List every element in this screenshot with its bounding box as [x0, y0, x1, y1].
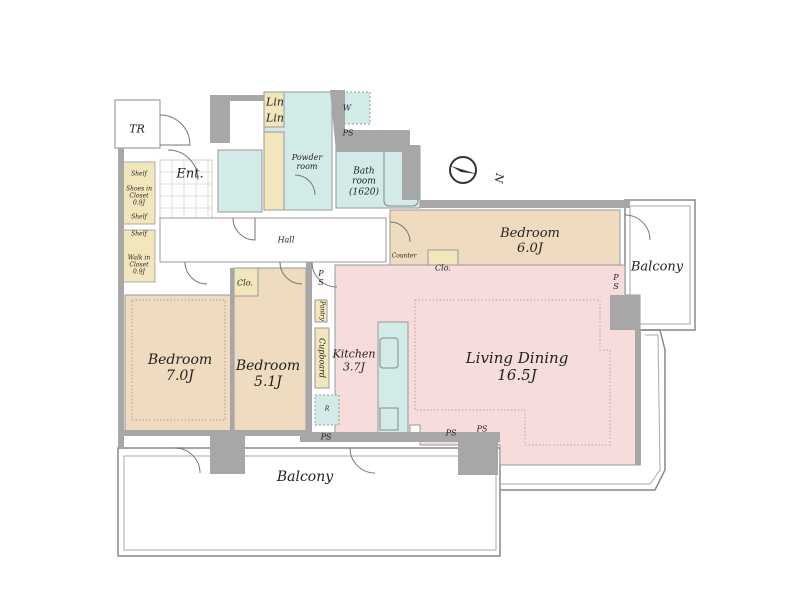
balcony-right-label: Balcony: [630, 259, 684, 275]
entrance-label: Ent.: [176, 166, 204, 182]
compass-north-label: N: [491, 172, 507, 185]
walkin-closet-area: [122, 229, 156, 283]
linen-label: Lin: [266, 95, 284, 109]
linen-label: Lin: [266, 111, 284, 125]
shoes-closet-area: [122, 161, 156, 225]
pantry-label: Pantry: [318, 301, 326, 321]
refrigerator-label: R: [324, 405, 330, 413]
closet-label: Clo.: [237, 278, 253, 288]
ps-label: PS: [320, 432, 332, 442]
tr-label: TR: [129, 122, 145, 136]
door-swings: [159, 114, 651, 474]
closet-label: Clo.: [435, 263, 451, 273]
bedroom-7-area: [124, 294, 233, 433]
shelf-label: Shelf: [131, 230, 147, 238]
compass-icon: [449, 156, 477, 184]
toilet-room: [217, 149, 263, 213]
shelf-label: Shelf: [131, 170, 147, 178]
balcony-bottom-area: [117, 447, 501, 557]
walls: [118, 90, 641, 475]
ps-label: PS: [476, 424, 488, 434]
shelf-label: Shelf: [131, 213, 147, 221]
washer-label: W: [342, 103, 352, 113]
kitchen-counter: [377, 321, 409, 435]
balcony-bottom-label: Balcony: [276, 468, 334, 485]
ps-label: PS: [445, 428, 457, 438]
cupboard-label: Cupboard: [317, 337, 327, 379]
hall-label: Hall: [277, 235, 295, 245]
tr-room: [114, 99, 161, 149]
balcony-right-rail: [500, 329, 666, 491]
hall-area: [159, 217, 387, 263]
counter-label: Counter: [391, 252, 417, 260]
ps-label: PS: [342, 128, 354, 138]
